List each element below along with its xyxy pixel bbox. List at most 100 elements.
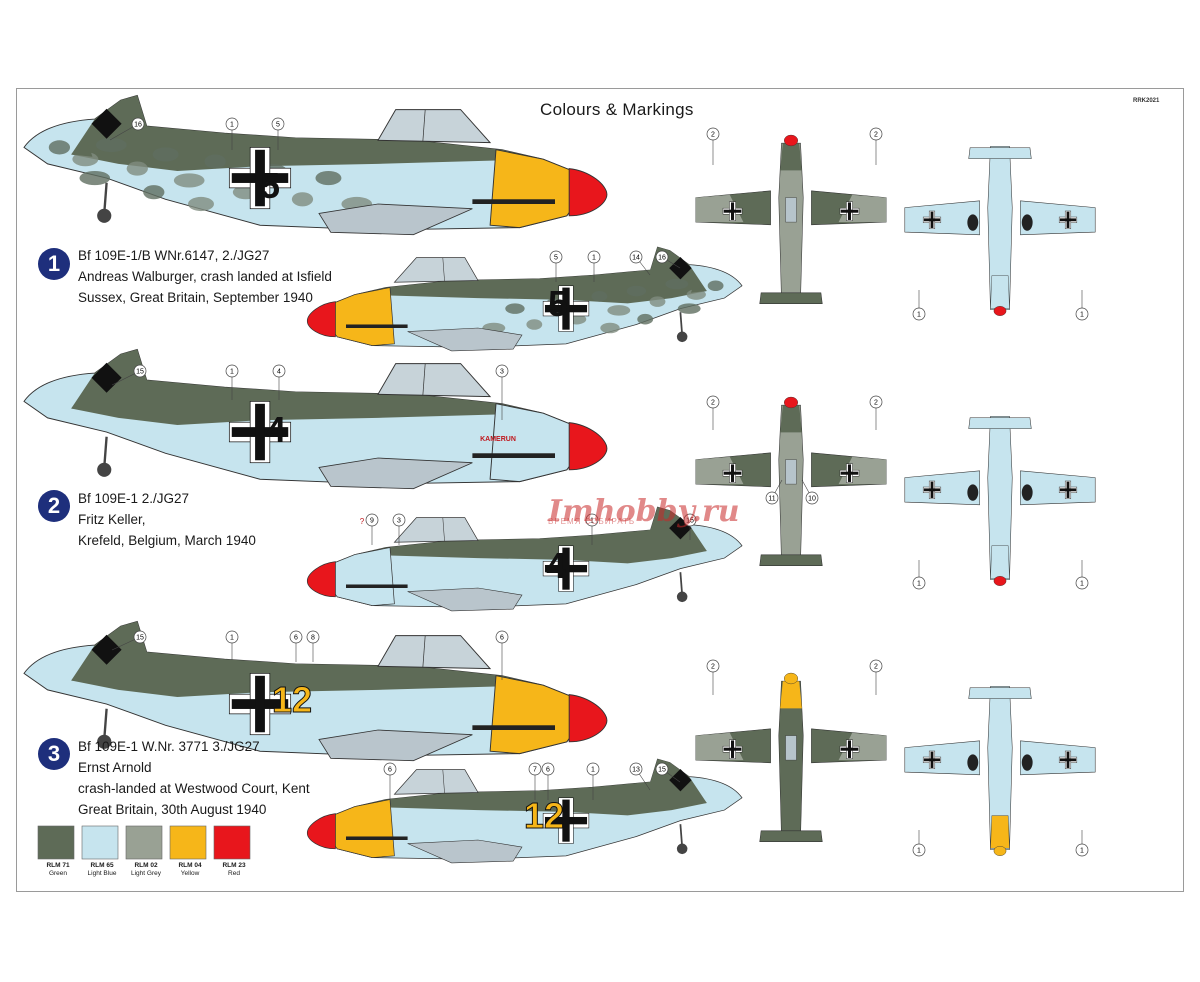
exhaust-stack <box>346 584 408 588</box>
callout-circle <box>133 364 147 378</box>
canopy <box>393 517 479 543</box>
callout-number: 16 <box>134 122 142 129</box>
tail-wheel <box>676 843 688 855</box>
cross-bar <box>1066 751 1070 768</box>
upper-camouflage <box>71 95 544 171</box>
callout-circle <box>1075 843 1089 857</box>
callout-circle <box>133 630 147 644</box>
callout-circle <box>365 513 379 527</box>
scheme-3-badge: 3 <box>38 738 70 770</box>
tail-wheel-strut <box>103 182 108 214</box>
upper-camouflage <box>71 349 544 425</box>
color-swatch <box>213 825 251 860</box>
top-canopy <box>785 197 797 223</box>
scheme-3-right-code: 12 <box>524 795 564 836</box>
cross-bar <box>847 464 852 482</box>
callout-number: 6 <box>546 767 550 774</box>
mottle-spot <box>665 278 689 290</box>
callout-number: 1 <box>917 581 921 588</box>
sheet-title: Colours & Markings <box>540 100 694 119</box>
callout-number: 2 <box>711 400 715 407</box>
tail-wheel <box>676 591 688 603</box>
cross-bar <box>255 149 265 207</box>
cross-bar <box>847 202 852 220</box>
caption-line: Sussex, Great Britain, September 1940 <box>78 290 313 305</box>
tail-wheel-strut <box>679 572 684 596</box>
callout-circle <box>392 513 406 527</box>
scheme-3-caption: Bf 109E-1 W.Nr. 3771 3./JG27 Ernst Arnol… <box>78 736 310 820</box>
scheme-3-left-profile <box>23 620 608 762</box>
canopy-frame <box>422 363 426 396</box>
spinner <box>568 694 608 743</box>
callout-circle <box>225 364 239 378</box>
top-canopy <box>785 735 797 761</box>
balkenkreuz <box>922 750 942 769</box>
canopy <box>393 769 479 795</box>
top-spinner <box>783 134 799 147</box>
upper-camouflage <box>354 507 707 564</box>
wing-underside <box>407 839 523 864</box>
callout-number: 6 <box>294 635 298 642</box>
balkenkreuz <box>922 210 942 229</box>
balkenkreuz <box>722 739 743 759</box>
under-fuselage <box>987 686 1013 850</box>
top-canopy <box>785 459 797 485</box>
callout-number: 14 <box>632 255 640 262</box>
callout-number: 1 <box>230 369 234 376</box>
mottle-spot <box>626 285 647 297</box>
color-swatch <box>37 825 75 860</box>
callout-question-mark: ? <box>360 517 365 526</box>
wheel-well <box>1021 484 1033 501</box>
wing-underside <box>318 203 473 236</box>
mottle-spot <box>79 170 111 186</box>
cross-bar <box>930 211 934 228</box>
callout-number: 10 <box>808 496 816 503</box>
mottle-spot <box>707 280 724 292</box>
callout-circle <box>225 630 239 644</box>
cross-bar <box>730 740 735 758</box>
scheme-1-left-code: 5 <box>260 165 280 206</box>
callout-number: 2 <box>711 132 715 139</box>
top-tailplane <box>759 554 823 566</box>
scheme-1-badge: 1 <box>38 248 70 280</box>
mottle-spot <box>607 305 631 316</box>
callout-number: 1 <box>590 518 594 525</box>
tail-wheel-strut <box>103 708 108 740</box>
scheme-2-badge: 2 <box>38 490 70 522</box>
callout-circle <box>869 395 883 409</box>
exhaust-stack <box>346 836 408 840</box>
cross-bar <box>930 481 934 498</box>
scheme-2-caption: Bf 109E-1 2./JG27 Fritz Keller, Krefeld,… <box>78 488 256 551</box>
callout-number: 15 <box>658 767 666 774</box>
callout-circle <box>306 630 320 644</box>
callout-circle <box>655 762 669 776</box>
callout-number: 8 <box>311 635 315 642</box>
color-swatch <box>169 825 207 860</box>
mottle-spot <box>173 173 205 188</box>
callout-circle <box>587 250 601 264</box>
callout-circle <box>586 762 600 776</box>
balkenkreuz <box>722 201 743 221</box>
cross-bar <box>1066 211 1070 228</box>
left-wing-under <box>904 740 980 776</box>
cross-bar <box>562 799 570 842</box>
callout-circle <box>541 762 555 776</box>
sheet-code: RRK2021 <box>1133 98 1160 104</box>
scheme-2-bottom-view <box>904 416 1096 586</box>
tail-wheel <box>676 331 688 343</box>
callout-number: 1 <box>1080 848 1084 855</box>
scheme-1-right-profile <box>306 246 743 352</box>
caption-line: Ernst Arnold <box>78 760 152 775</box>
cross-bar <box>730 464 735 482</box>
spinner <box>568 422 608 471</box>
callout-circle <box>912 576 926 590</box>
tail-wheel <box>97 208 112 223</box>
exhaust-stack <box>472 199 555 204</box>
under-fuselage <box>987 416 1013 580</box>
canopy <box>377 109 492 144</box>
spinner <box>568 168 608 217</box>
under-tailplane <box>968 417 1032 429</box>
